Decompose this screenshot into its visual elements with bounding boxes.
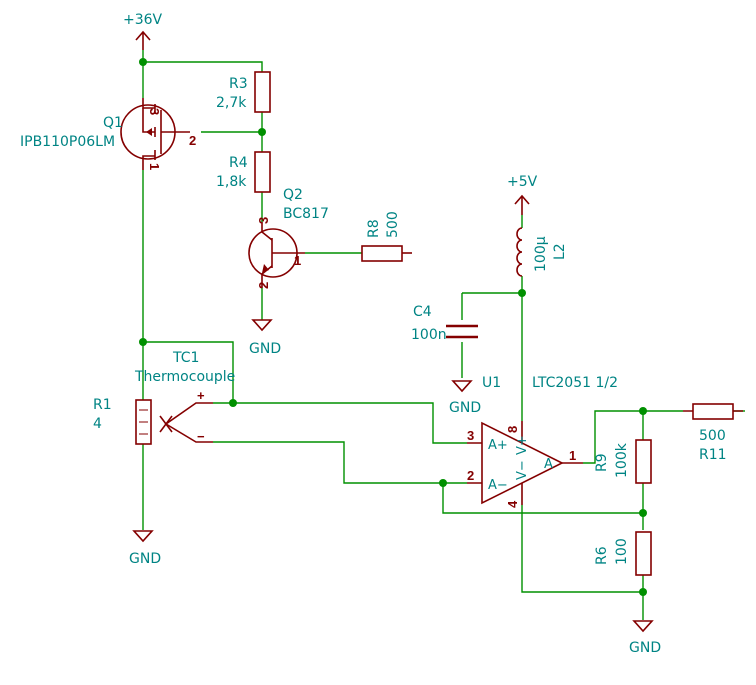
u1-pin4: 4 (505, 500, 520, 508)
q2-pin1: 1 (294, 253, 301, 268)
u1-pin3: 3 (467, 428, 474, 443)
r4-ref: R4 (229, 155, 248, 171)
u1-pin8: 8 (505, 426, 520, 433)
l2-ref: L2 (552, 243, 568, 260)
q1-pin3: 3 (147, 108, 162, 115)
gnd-r6: GND (629, 620, 661, 656)
r6-value: 100 (614, 538, 630, 565)
r1-resistor: R1 4 (93, 397, 152, 445)
r4-value: 1,8k (216, 174, 247, 190)
power-5v-label: +5V (507, 174, 538, 190)
gnd-q2-label: GND (249, 341, 281, 357)
u1-pin-am-name: A− (488, 478, 508, 493)
r8-ref: R8 (366, 219, 382, 238)
l2-inductor: 100µ L2 (516, 227, 568, 277)
c4-value: 100n (411, 327, 447, 343)
r9-ref: R9 (594, 453, 610, 472)
q2-ref: Q2 (283, 187, 303, 203)
c4-ref: C4 (413, 304, 432, 320)
u1-opamp: A+ A− A V+ V− 3 2 1 8 4 U1 LTC2051 1/2 (467, 375, 618, 508)
r11-value: 500 (699, 428, 726, 444)
u1-pin2: 2 (467, 468, 474, 483)
r6-ref: R6 (594, 546, 610, 565)
r3-value: 2,7k (216, 95, 247, 111)
q2-pin3: 3 (256, 217, 271, 224)
u1-pin-out-name: A (544, 457, 553, 472)
r1-value: 4 (93, 416, 102, 432)
u1-pin-ap-name: A+ (488, 438, 508, 453)
q2-pin2: 2 (256, 282, 271, 289)
r3-resistor: R3 2,7k (216, 71, 271, 113)
power-5v: +5V (507, 174, 538, 215)
q2-transistor: 3 1 2 Q2 BC817 (248, 187, 329, 289)
junctions (139, 58, 647, 596)
r8-value: 500 (385, 211, 401, 238)
q1-mosfet: 3 2 1 Q1 IPB110P06LM (20, 98, 196, 170)
r11-resistor: 500 R11 (683, 403, 743, 463)
gnd-r1: GND (129, 530, 161, 567)
u1-pin1: 1 (569, 448, 576, 463)
u1-value: LTC2051 1/2 (532, 375, 618, 391)
u1-pin-vp-name: V+ (515, 435, 530, 455)
c4-capacitor: C4 100n (411, 304, 478, 343)
r4-resistor: R4 1,8k (216, 151, 271, 193)
gnd-r6-label: GND (629, 640, 661, 656)
r11-ref: R11 (699, 447, 727, 463)
q1-ref: Q1 (103, 115, 123, 131)
gnd-c4-label: GND (449, 400, 481, 416)
tc1-plus: + (197, 388, 205, 403)
r6-resistor: R6 100 (594, 531, 652, 576)
r8-resistor: R8 500 (361, 211, 412, 262)
r3-ref: R3 (229, 76, 248, 92)
tc1-ref: TC1 (172, 350, 199, 366)
power-36v-label: +36V (123, 12, 163, 28)
gnd-r1-label: GND (129, 551, 161, 567)
gnd-c4: GND (449, 380, 481, 416)
power-36v: +36V (123, 12, 163, 50)
q1-value: IPB110P06LM (20, 134, 115, 150)
q1-pin2: 2 (189, 133, 196, 148)
wires (142, 50, 745, 620)
r9-resistor: R9 100k (594, 439, 652, 484)
q1-pin1: 1 (147, 163, 162, 170)
tc1-thermocouple: + − TC1 Thermocouple (134, 350, 235, 444)
gnd-q2: GND (249, 319, 281, 357)
tc1-value: Thermocouple (134, 369, 235, 385)
q2-value: BC817 (283, 206, 329, 222)
u1-ref: U1 (482, 375, 501, 391)
r9-value: 100k (614, 442, 630, 478)
tc1-minus: − (197, 429, 205, 444)
r1-ref: R1 (93, 397, 112, 413)
l2-value: 100µ (533, 236, 549, 272)
u1-pin-vm-name: V− (515, 460, 530, 480)
